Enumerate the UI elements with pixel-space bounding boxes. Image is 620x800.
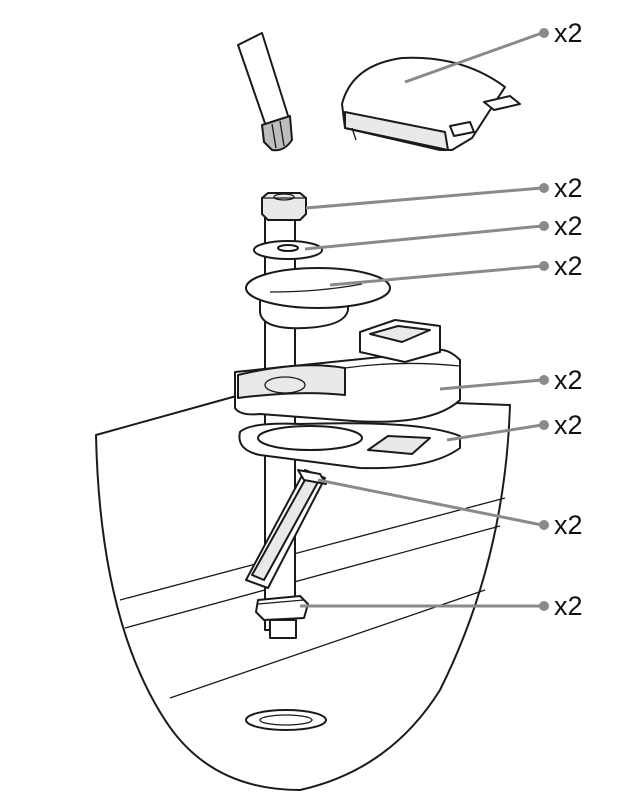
hinge-block [234, 319, 461, 423]
seat-cap [341, 56, 521, 151]
qty-slotted-disc: x2 [554, 251, 583, 281]
dot-bolt [539, 183, 549, 193]
callout-dots [539, 28, 549, 611]
qty-seat-cap: x2 [554, 18, 583, 48]
leader-bolt [305, 186, 543, 210]
nut [255, 595, 309, 639]
leader-seat-cap [404, 31, 543, 84]
qty-wedge-anchor: x2 [554, 510, 583, 540]
quantity-labels: x2 x2 x2 x2 x2 x2 x2 x2 [554, 18, 583, 621]
dot-hinge-block [539, 375, 549, 385]
qty-bolt: x2 [554, 173, 583, 203]
dot-seat-cap [539, 28, 549, 38]
dot-wedge-anchor [539, 520, 549, 530]
leader-slotted-disc [329, 264, 543, 287]
toilet-bowl [95, 394, 511, 791]
leader-washer [304, 224, 543, 251]
qty-nut: x2 [554, 591, 583, 621]
dot-flat-bracket [539, 420, 549, 430]
leader-lines [300, 31, 543, 608]
dot-nut [539, 601, 549, 611]
dot-slotted-disc [539, 261, 549, 271]
dot-washer [539, 221, 549, 231]
leader-hinge-block [439, 378, 543, 391]
slotted-disc [245, 267, 391, 330]
qty-hinge-block: x2 [554, 365, 583, 395]
leader-flat-bracket [446, 423, 543, 442]
qty-washer: x2 [554, 211, 583, 241]
screwdriver-bit [237, 32, 293, 152]
qty-flat-bracket: x2 [554, 410, 583, 440]
washer [253, 240, 323, 260]
leader-wedge-anchor [317, 478, 543, 527]
flat-bracket [238, 422, 461, 470]
